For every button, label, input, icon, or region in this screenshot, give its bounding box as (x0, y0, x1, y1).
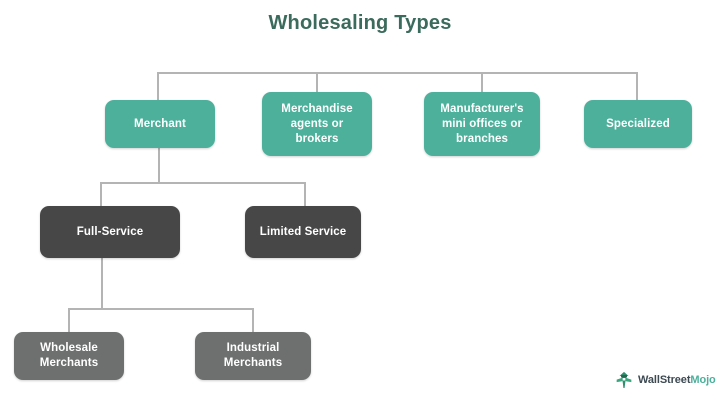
connector-to-merchant (157, 72, 159, 101)
logo-text-street: Street (659, 374, 691, 386)
node-limited-service[interactable]: Limited Service (245, 206, 361, 258)
wallstreetmojo-tree-icon (616, 371, 632, 388)
logo-text-mojo: Mojo (690, 374, 716, 386)
connector-level2-horizontal-bar (100, 182, 306, 184)
node-wholesale-merchants[interactable]: Wholesale Merchants (14, 332, 124, 380)
node-manufacturers-mini-offices-or-branches[interactable]: Manufacturer's mini offices or branches (424, 92, 540, 156)
connector-to-wholesale-merchants (68, 308, 70, 332)
page-title: Wholesaling Types (268, 12, 452, 34)
node-merchant[interactable]: Merchant (105, 100, 215, 148)
logo-wordmark: WallStreetMojo (638, 374, 716, 386)
connector-to-industrial-merchants (252, 308, 254, 332)
node-full-service[interactable]: Full-Service (40, 206, 180, 258)
connector-to-limited-service (304, 182, 306, 207)
wallstreetmojo-logo[interactable]: WallStreetMojo (614, 370, 716, 390)
node-specialized[interactable]: Specialized (584, 100, 692, 148)
node-industrial-merchants[interactable]: Industrial Merchants (195, 332, 311, 380)
connector-to-full-service (100, 182, 102, 207)
connector-level1-horizontal-bar (157, 72, 638, 74)
connector-merchant-stem (158, 148, 160, 183)
connector-to-manufacturer-offices (481, 72, 483, 101)
connector-full-service-stem (101, 258, 103, 309)
connector-to-merchandise-agents (316, 72, 318, 101)
logo-text-wall: Wall (638, 374, 660, 386)
connector-level3-horizontal-bar (68, 308, 254, 310)
node-merchandise-agents-or-brokers[interactable]: Merchandise agents or brokers (262, 92, 372, 156)
connector-to-specialized (636, 72, 638, 101)
